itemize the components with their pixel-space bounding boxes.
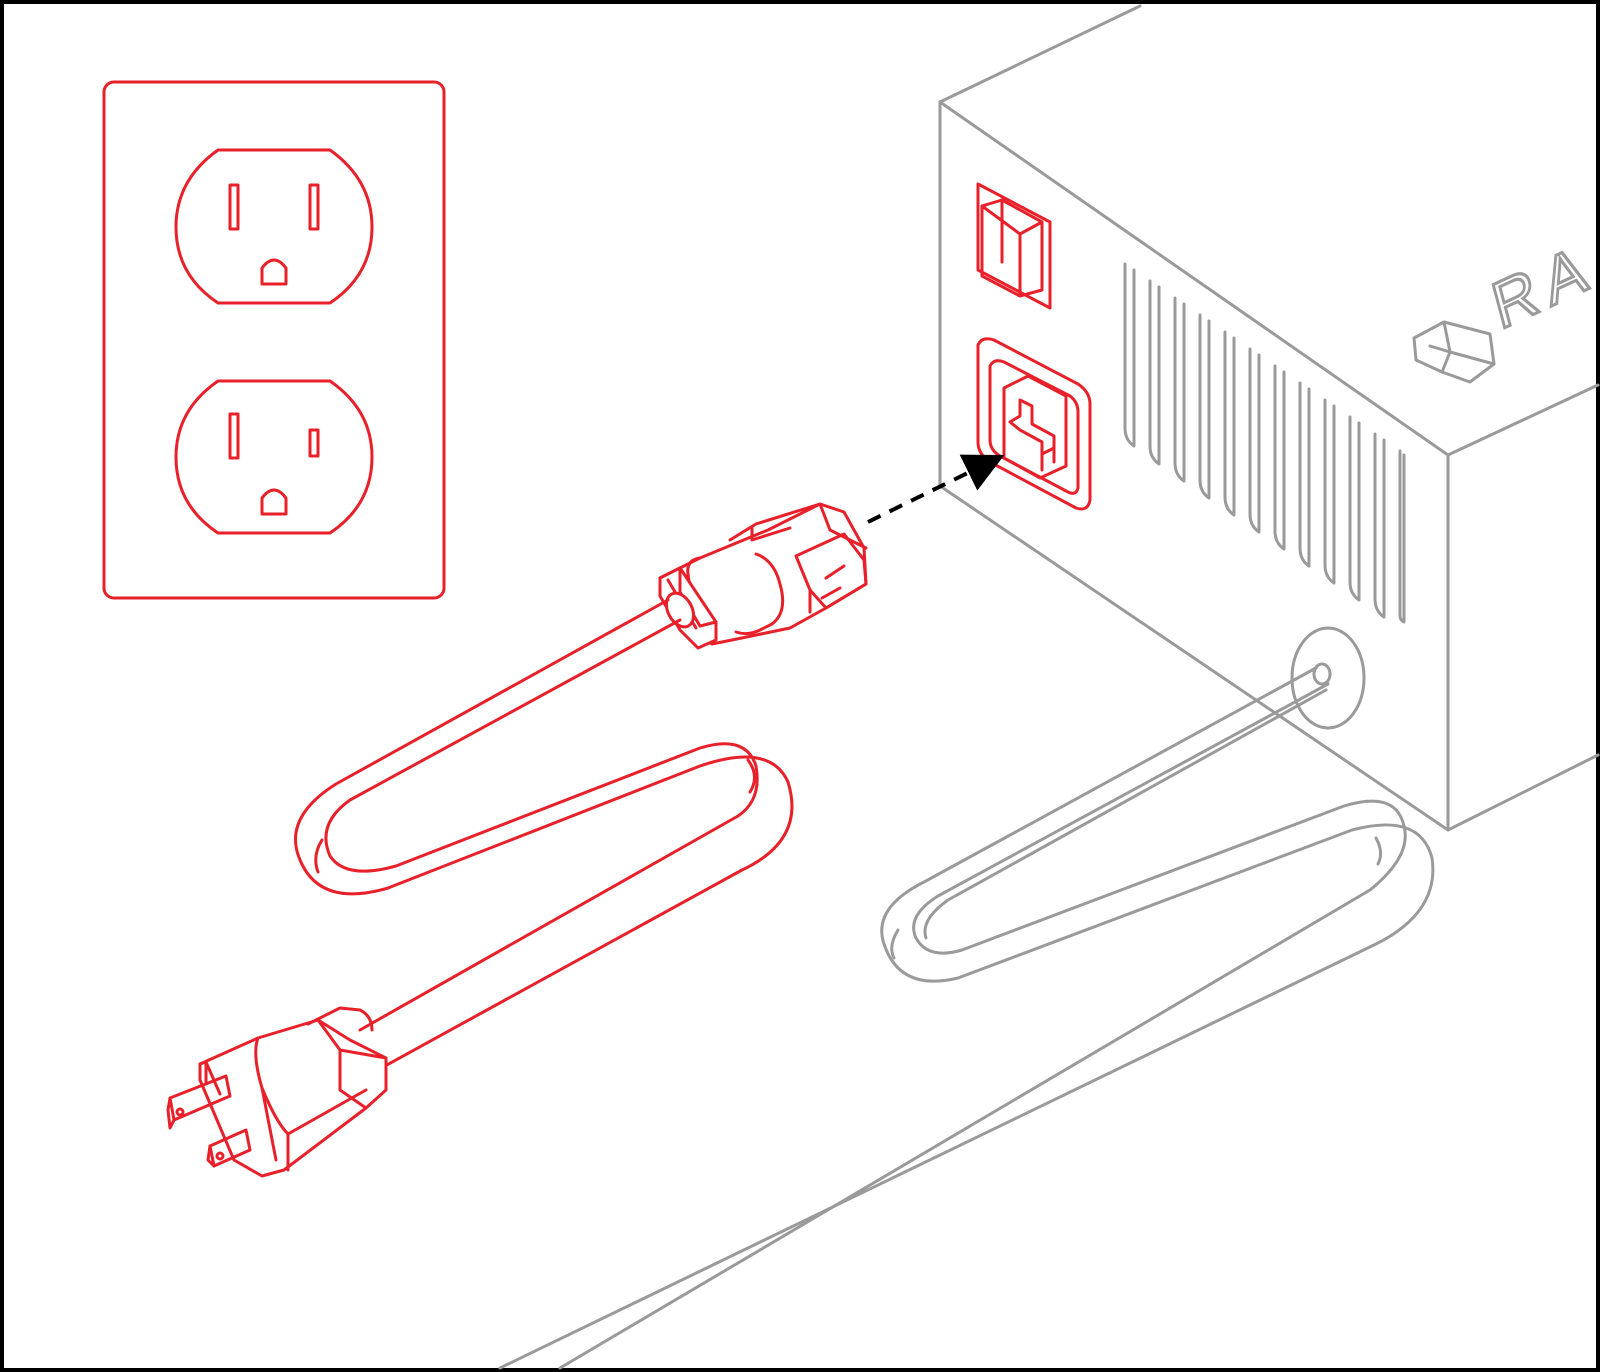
device-cord bbox=[498, 626, 1435, 1370]
us-plug bbox=[166, 1006, 388, 1178]
device-top-face bbox=[938, 4, 1142, 104]
iec-connector bbox=[658, 502, 868, 650]
device-right-face bbox=[1446, 753, 1600, 832]
device-vents bbox=[1123, 262, 1406, 624]
power-cord-icon bbox=[166, 502, 868, 1178]
outlet-plate bbox=[102, 80, 446, 600]
device-front-face bbox=[938, 100, 1450, 832]
wall-outlet-icon bbox=[102, 80, 446, 600]
outlet-receptacle-top bbox=[174, 148, 374, 305]
logo-icon bbox=[1412, 320, 1496, 384]
power-switch-icon bbox=[976, 182, 1052, 310]
outlet-receptacle-bottom bbox=[174, 379, 374, 535]
